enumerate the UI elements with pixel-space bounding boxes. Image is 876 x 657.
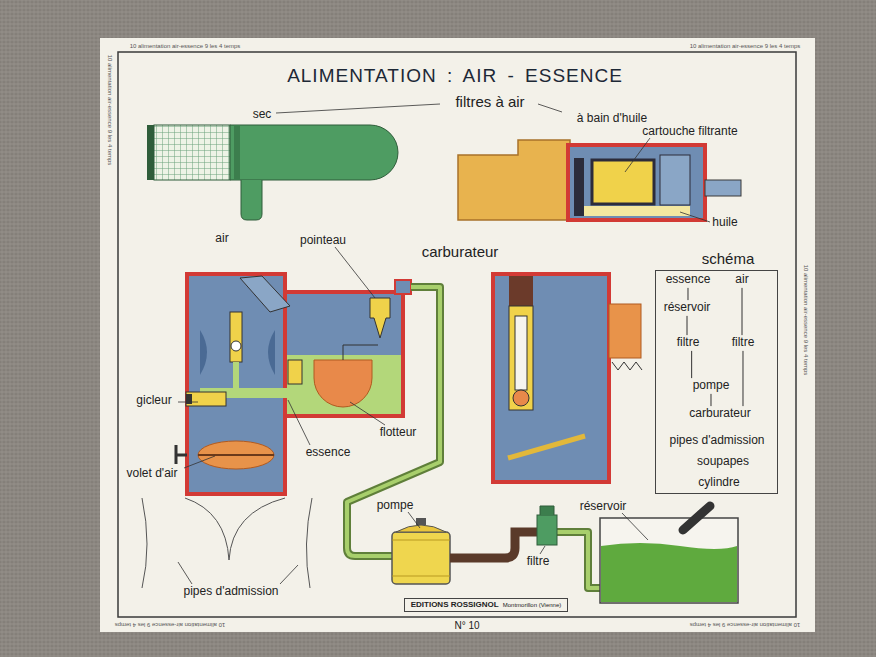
margin-note: 10 alimentation air-essence 9 les 4 temp… [690,622,801,628]
schema-item: pompe [690,378,733,394]
part-label: pointeau [300,234,346,246]
schema-item: pipes d'admission [666,433,767,449]
schema-heading: schéma [702,251,755,268]
schema-item: cylindre [695,475,742,491]
schema-item: filtre [729,335,758,351]
schema-text: soupapes [697,454,749,468]
schema-item: air [732,272,751,288]
schema-text: essence [666,272,711,286]
part-label: pipes d'admission [183,585,278,597]
schema-item: filtre [674,335,703,351]
publisher-name: EDITIONS ROSSIGNOL [411,601,499,610]
part-label: filtres à air [455,94,524,109]
margin-note: 10 alimentation air-essence 9 les 4 temp… [130,43,241,49]
plate-number: N° 10 [454,621,479,631]
schema-item: essence [663,272,714,288]
part-label: à bain d'huile [577,112,647,124]
part-label: carburateur [422,244,499,259]
schema-text: pompe [693,378,730,392]
publisher-town: Montmorillon (Vienne) [503,602,562,609]
part-label: essence [306,446,351,458]
schema-text: carburateur [689,406,750,420]
part-label: air [215,232,228,244]
part-label: flotteur [380,426,417,438]
schema-link [687,316,688,335]
schema-text: air [735,272,748,286]
schema-box: schémaessenceairréservoirfiltrefiltrepom… [655,270,778,494]
publisher-box: EDITIONS ROSSIGNOL Montmorillon (Vienne) [404,598,569,613]
margin-note: 10 alimentation air-essence 9 les 4 temp… [107,55,113,166]
part-label: huile [712,216,737,228]
part-label: pompe [377,499,414,511]
poster-title: ALIMENTATION : AIR - ESSENCE [287,66,623,87]
schema-link [742,288,743,335]
schema-item: réservoir [661,300,714,316]
part-label: cartouche filtrante [642,125,737,137]
part-label: filtre [527,555,550,567]
schema-link [691,351,692,378]
margin-note: 10 alimentation air-essence 9 les 4 temp… [690,43,801,49]
schema-item: carburateur [686,406,753,422]
margin-note: 10 alimentation air-essence 9 les 4 temp… [115,622,226,628]
schema-text: cylindre [698,475,739,489]
part-label: gicleur [136,394,171,406]
margin-note: 10 alimentation air-essence 9 les 4 temp… [803,265,809,376]
schema-link [710,394,711,406]
part-label: sec [253,108,272,120]
schema-text: pipes d'admission [669,433,764,447]
schema-text: filtre [732,335,755,349]
schema-text: réservoir [664,300,711,314]
part-label: réservoir [580,500,627,512]
schema-item: soupapes [694,454,752,470]
part-label: volet d'air [127,467,178,479]
schema-link [687,288,688,300]
schema-text: filtre [677,335,700,349]
schema-link [742,351,743,406]
